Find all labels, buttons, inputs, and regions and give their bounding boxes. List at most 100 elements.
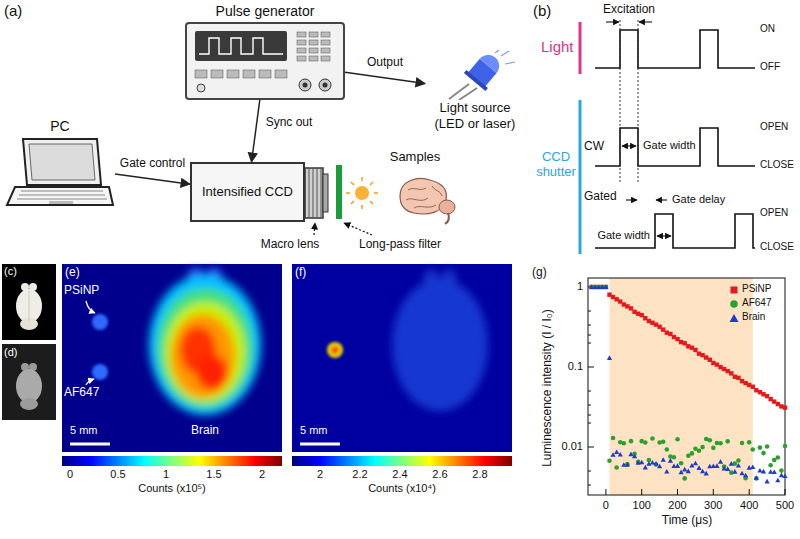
data-point: [607, 355, 612, 360]
part-label: Long-pass filter: [359, 238, 441, 252]
data-point: [690, 451, 695, 456]
data-point: [622, 441, 627, 446]
cable-connector: [345, 72, 425, 83]
axis-tick: 500: [776, 499, 794, 512]
state-label: CLOSE: [760, 241, 794, 253]
data-point: [700, 445, 705, 450]
data-point: [783, 444, 788, 449]
camera-box: Intensified CCD: [190, 162, 305, 222]
data-point: [657, 464, 662, 469]
legend-text: AF647: [742, 297, 771, 309]
axis-title: Time (μs): [662, 514, 712, 528]
legend-marker: [729, 313, 739, 323]
cw-luminescence-image: [62, 264, 282, 466]
data-point: [603, 284, 608, 289]
connector-label: Output: [365, 56, 405, 70]
panel-letter: (b): [533, 2, 551, 19]
data-point: [675, 437, 680, 442]
data-point: [664, 469, 669, 474]
part-label: Macro lens: [261, 238, 320, 252]
data-point: [761, 451, 766, 456]
data-point: [643, 440, 648, 445]
data-point: [682, 467, 687, 472]
data-point: [625, 462, 630, 467]
marker: [730, 300, 738, 308]
panel-letter: (c): [4, 265, 17, 278]
marker: [731, 287, 738, 294]
colorbar-tick: 2: [259, 468, 265, 481]
data-point: [614, 465, 619, 470]
legend-text: Brain: [742, 311, 765, 323]
data-point: [672, 455, 677, 460]
sample-label: AF647: [64, 386, 99, 400]
data-point: [779, 473, 784, 478]
colorbar-tick: 2.4: [392, 468, 407, 481]
data-point: [725, 439, 730, 444]
colorbar-tick: 2.8: [472, 468, 487, 481]
data-point: [707, 438, 712, 443]
data-point: [718, 441, 723, 446]
mode-label: CW: [584, 140, 604, 154]
data-point: [776, 455, 781, 460]
axis-tick: 0.01: [562, 440, 583, 453]
pulse-generator: Pulse generator: [185, 22, 345, 100]
data-point: [779, 468, 784, 473]
data-point: [754, 476, 759, 481]
data-point: [772, 469, 777, 474]
data-point: [697, 448, 702, 453]
data-point: [729, 461, 734, 466]
data-point: [618, 452, 623, 457]
panel-letter: (d): [4, 346, 17, 359]
brain-grayscale-photo: [2, 344, 56, 420]
data-point: [758, 445, 763, 450]
part-label: Samples: [390, 150, 441, 165]
pc-drawing: [5, 135, 115, 209]
data-point: [611, 436, 616, 441]
data-point: [743, 473, 748, 478]
data-point: [718, 459, 723, 464]
panel-letter: (e): [65, 266, 80, 280]
data-point: [739, 471, 744, 476]
data-point: [668, 458, 673, 463]
connector-label: Gate control: [118, 157, 187, 171]
cable-connector: [252, 100, 260, 162]
state-label: ON: [760, 23, 775, 35]
cable-connector: [115, 174, 190, 184]
data-point: [740, 441, 745, 446]
data-point: [765, 444, 770, 449]
leader-lines: [314, 223, 372, 235]
state-label: OPEN: [760, 207, 788, 219]
data-point: [736, 463, 741, 468]
colorbar-tick: 2.2: [352, 468, 367, 481]
data-point: [750, 464, 755, 469]
axis-tick: 0: [603, 499, 609, 512]
panel-letter: (g): [532, 266, 547, 280]
sample-label: Brain: [191, 424, 219, 438]
data-points: [589, 284, 788, 483]
data-point: [725, 466, 730, 471]
legend-marker: [729, 285, 739, 295]
instrument-label: Light source (LED or laser): [425, 100, 525, 131]
timing-diagram: [580, 20, 755, 254]
sample-label: PSiNP: [64, 284, 99, 298]
data-point: [614, 449, 619, 454]
axis-title: Luminescence intensity (I / I₀): [541, 309, 555, 467]
axis-tick: 100: [633, 499, 651, 512]
instrument-label: Pulse generator: [167, 3, 363, 19]
data-point: [757, 468, 762, 473]
data-point: [732, 469, 737, 474]
scale-bar-label: 5 mm: [70, 424, 98, 437]
colorbar-tick: 2: [317, 468, 323, 481]
data-point: [736, 458, 741, 463]
data-point: [775, 478, 780, 483]
data-point: [682, 476, 687, 481]
axis-tick: 1: [577, 280, 583, 293]
axis-tick: 0.1: [568, 360, 583, 373]
state-label: CLOSE: [760, 159, 794, 171]
data-point: [711, 446, 716, 451]
gated-luminescence-image: [292, 264, 512, 466]
data-point: [700, 469, 705, 474]
timing-label: Gate width: [643, 139, 696, 152]
axis-tick: 200: [668, 499, 686, 512]
data-point: [625, 462, 630, 467]
